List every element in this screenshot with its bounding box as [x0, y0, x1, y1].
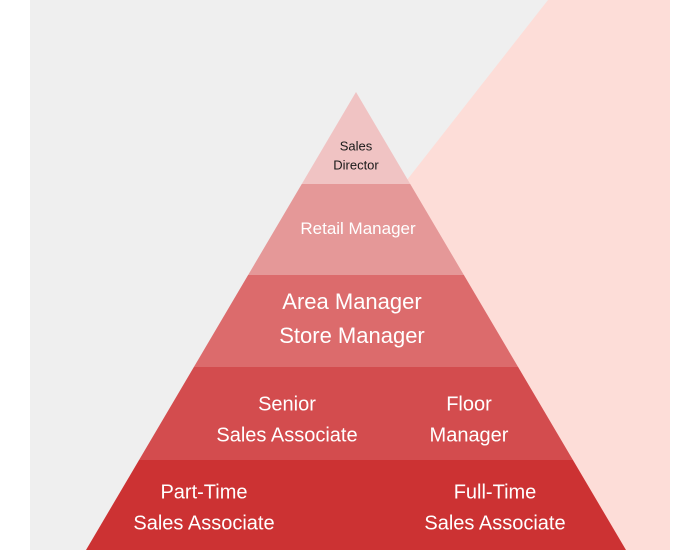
tier-2-label-1: Retail Manager	[300, 219, 416, 238]
tier-3-label-1-line-2: Store Manager	[279, 323, 425, 348]
tier-3-label-1-line-1: Area Manager	[282, 289, 421, 314]
left-white-margin	[0, 0, 30, 550]
tier-4-label-2-line-1: Floor	[446, 394, 492, 416]
pyramid-tier-3	[193, 275, 519, 367]
pyramid-tier-4	[139, 367, 573, 460]
pyramid-tier-5	[86, 460, 626, 550]
tier-5-label-1-line-1: Part-Time	[160, 482, 247, 504]
pyramid-tier-2	[248, 184, 464, 275]
tier-5-label-2-line-2: Sales Associate	[424, 513, 565, 535]
tier-1-label-1-line-2: Director	[333, 158, 379, 173]
tier-5-label-2-line-1: Full-Time	[454, 482, 537, 504]
tier-4-label-1-line-1: Senior	[258, 394, 316, 416]
right-white-margin	[670, 0, 700, 550]
pyramid-tier-1	[301, 92, 411, 184]
tier-4-label-1-line-2: Sales Associate	[216, 425, 357, 447]
tier-2-label-1-line-1: Retail Manager	[300, 219, 416, 238]
tier-4-label-2-line-2: Manager	[430, 425, 509, 447]
tier-1-label-1-line-1: Sales	[340, 139, 373, 154]
tier-5-label-1-line-2: Sales Associate	[133, 513, 274, 535]
